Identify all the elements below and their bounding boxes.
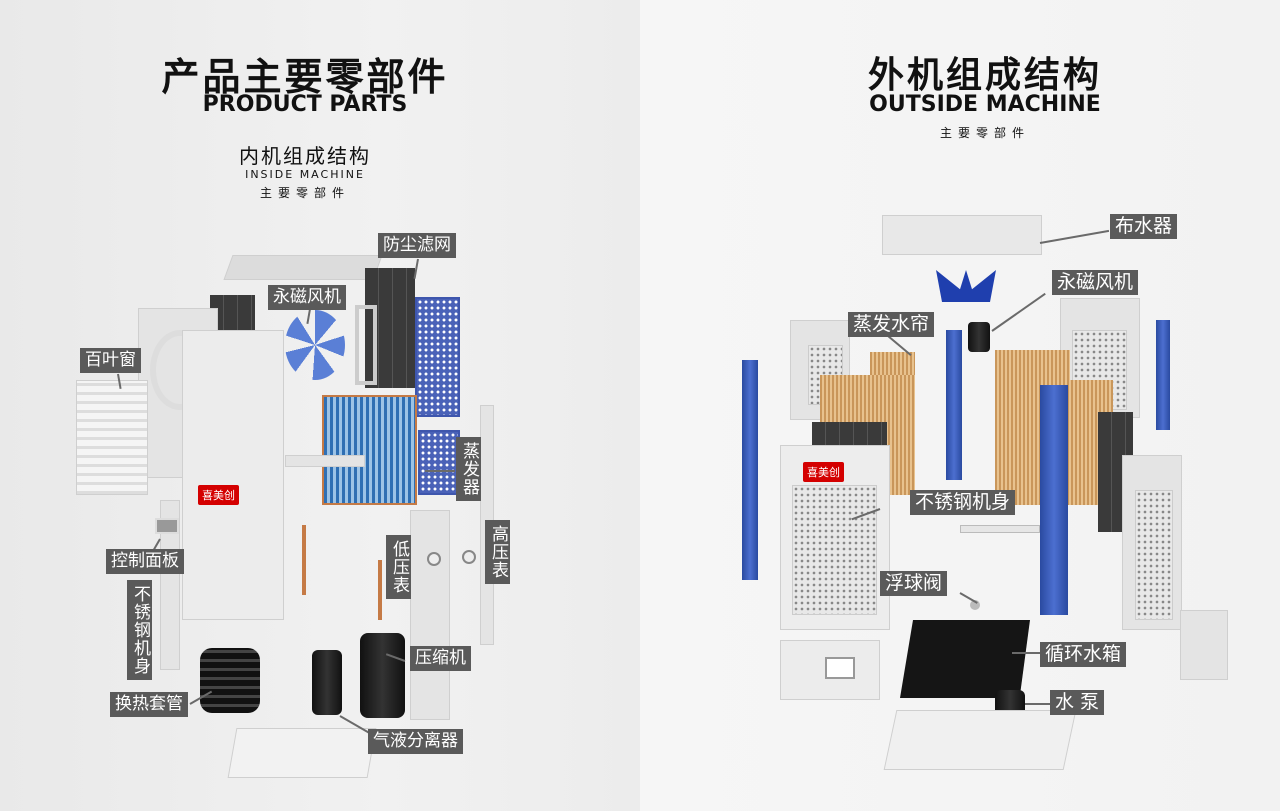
water-distributor bbox=[882, 215, 1042, 255]
blue-pillar bbox=[946, 330, 962, 480]
mesh-panel bbox=[1135, 490, 1173, 620]
section-note: 主要零部件 bbox=[259, 186, 350, 200]
water-pipe bbox=[960, 525, 1040, 533]
section-note: 主要零部件 bbox=[939, 126, 1030, 140]
label-pump: 水 泵 bbox=[1050, 690, 1105, 715]
leader-line bbox=[425, 470, 455, 472]
compressor-part bbox=[360, 633, 405, 718]
shelf bbox=[285, 455, 365, 467]
motor-part bbox=[968, 322, 990, 352]
label-float-valve: 浮球阀 bbox=[880, 571, 948, 596]
water-tank-part bbox=[900, 620, 1030, 698]
label-filter: 防尘滤网 bbox=[378, 233, 456, 258]
main-title-en: PRODUCT PARTS bbox=[202, 92, 408, 117]
blue-mesh-panel bbox=[418, 430, 460, 495]
label-heat-tube: 换热套管 bbox=[110, 692, 188, 717]
inside-machine-panel: 产品主要零部件 PRODUCT PARTS 内机组成结构 INSIDE MACH… bbox=[0, 0, 640, 811]
blue-pillar bbox=[1040, 385, 1068, 615]
side-panel bbox=[160, 500, 180, 670]
heat-exchange-tube bbox=[200, 648, 260, 713]
base-tray bbox=[227, 728, 377, 778]
base-tray bbox=[883, 710, 1077, 770]
side-panel bbox=[1180, 610, 1228, 680]
control-display bbox=[825, 657, 855, 679]
blue-pillar bbox=[1156, 320, 1170, 430]
label-body: 不锈钢机身 bbox=[127, 580, 152, 680]
label-louver: 百叶窗 bbox=[80, 348, 141, 373]
fan-blade-icon bbox=[936, 270, 996, 302]
leader-line bbox=[413, 258, 419, 279]
label-separator: 气液分离器 bbox=[368, 729, 463, 754]
leader-line bbox=[1012, 652, 1042, 654]
back-panel bbox=[410, 510, 450, 720]
leader-line bbox=[991, 292, 1046, 332]
low-gauge-part bbox=[427, 552, 441, 566]
main-title: 外机组成结构 bbox=[867, 55, 1102, 96]
separator-part bbox=[312, 650, 342, 715]
outside-machine-panel: 外机组成结构 OUTSIDE MACHINE 主要零部件 喜美创 布水器 永磁风… bbox=[640, 0, 1280, 811]
control-panel-part bbox=[155, 518, 179, 534]
fan-blade-icon bbox=[285, 310, 345, 380]
brand-logo: 喜美创 bbox=[803, 462, 844, 482]
label-tank: 循环水箱 bbox=[1040, 642, 1127, 667]
section-title-en: INSIDE MACHINE bbox=[245, 168, 365, 181]
label-pad: 蒸发水帘 bbox=[848, 312, 935, 337]
copper-pipe bbox=[302, 525, 306, 595]
louver-part bbox=[76, 380, 148, 495]
label-compressor: 压缩机 bbox=[410, 646, 471, 671]
label-low-gauge: 低压表 bbox=[386, 535, 411, 599]
label-distributor: 布水器 bbox=[1110, 214, 1178, 239]
high-gauge-part bbox=[462, 550, 476, 564]
door-panel bbox=[182, 330, 284, 620]
leader-line bbox=[1025, 703, 1050, 705]
main-title-en: OUTSIDE MACHINE bbox=[869, 92, 1101, 117]
main-title: 产品主要零部件 bbox=[161, 55, 449, 99]
float-ball bbox=[970, 600, 980, 610]
front-mesh bbox=[792, 485, 877, 615]
section-title: 内机组成结构 bbox=[239, 144, 371, 168]
brand-logo: 喜美创 bbox=[198, 485, 239, 505]
label-fan: 永磁风机 bbox=[268, 285, 346, 310]
leader-line bbox=[959, 592, 978, 604]
top-cover bbox=[223, 255, 383, 280]
evaporator-coil bbox=[322, 395, 417, 505]
label-control-panel: 控制面板 bbox=[106, 549, 184, 574]
label-body: 不锈钢机身 bbox=[910, 490, 1016, 515]
label-fan: 永磁风机 bbox=[1052, 270, 1139, 295]
blue-mesh-panel bbox=[415, 297, 460, 417]
bracket bbox=[355, 305, 377, 385]
copper-pipe bbox=[378, 560, 382, 620]
leader-line bbox=[1039, 229, 1110, 244]
label-high-gauge: 高压表 bbox=[485, 520, 510, 584]
label-evaporator: 蒸发器 bbox=[456, 437, 481, 501]
blue-pillar bbox=[742, 360, 758, 580]
